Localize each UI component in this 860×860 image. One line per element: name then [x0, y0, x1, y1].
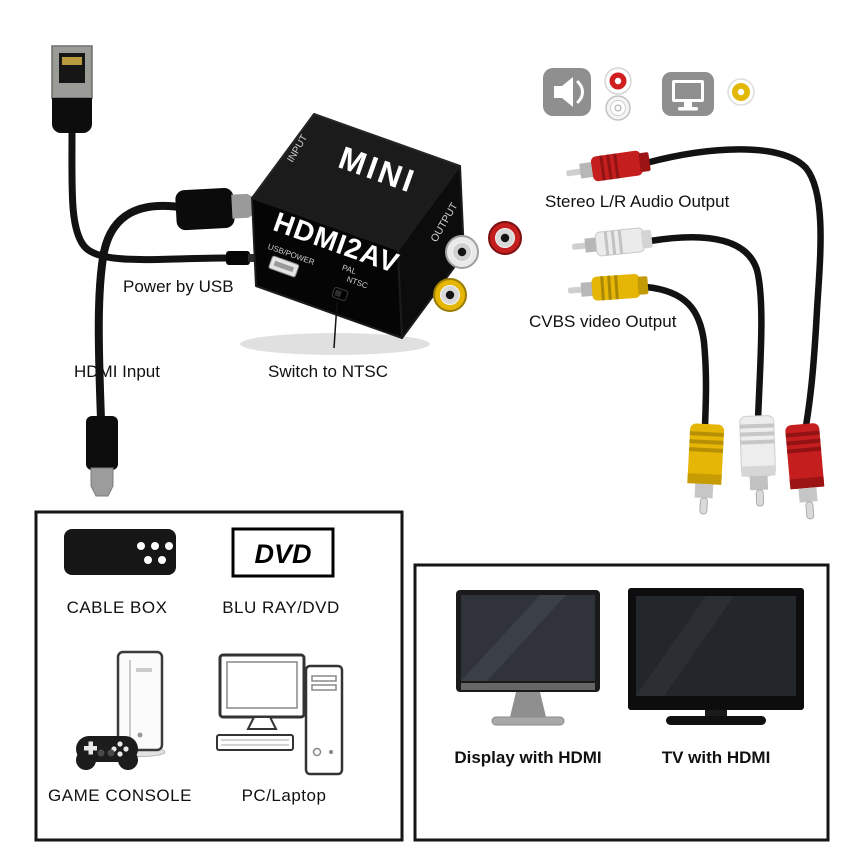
- power-by-usb-label: Power by USB: [123, 277, 234, 296]
- pc-icon: [216, 653, 344, 776]
- usb-power-port: [268, 255, 300, 278]
- game-console-label: GAME CONSOLE: [48, 786, 192, 805]
- hdmi2av-converter: MINI INPUT HDMI2AV USB/POWER PAL NTSC OU…: [251, 113, 522, 339]
- rca-plug-white-left: [572, 227, 653, 257]
- dvd-logo-label: DVD: [254, 539, 311, 569]
- rca-plug-yellow-left: [568, 273, 649, 301]
- rca-jack-yellow: [433, 278, 467, 312]
- gamepad-icon: [76, 736, 138, 770]
- rca-red-icon: [604, 67, 632, 95]
- speaker-icon: [543, 68, 591, 116]
- cvbs-output-label: CVBS video Output: [529, 312, 677, 331]
- bluray-label: BLU RAY/DVD: [222, 598, 340, 617]
- hdmi-display-icon: [456, 590, 600, 726]
- usb-power-cable: [68, 128, 232, 264]
- tv-hdmi-label: TV with HDMI: [662, 748, 771, 767]
- rca-jack-red: [488, 221, 522, 255]
- rca-plug-red-left: [566, 150, 651, 182]
- usb-plug-icon: [51, 45, 93, 133]
- rca-plug-white-end: [739, 415, 776, 507]
- dvd-logo: DVD: [231, 527, 335, 578]
- rca-plug-red-end: [785, 423, 825, 520]
- rca-yellow-icon: [727, 78, 755, 106]
- cable-box-label: CABLE BOX: [67, 598, 168, 617]
- hdmi-cable: [94, 201, 190, 424]
- rca-cable-white: [646, 233, 765, 424]
- hdmi-input-label: HDMI Input: [74, 362, 160, 381]
- pal-ntsc-switch: [331, 286, 349, 302]
- hdmi-input-plug-icon: [86, 416, 118, 497]
- game-console-icon: [76, 650, 166, 770]
- rca-cable-red: [642, 146, 824, 430]
- rca-cable-yellow: [642, 283, 710, 430]
- switch-to-ntsc-label: Switch to NTSC: [268, 362, 388, 381]
- pc-laptop-label: PC/Laptop: [242, 786, 327, 805]
- cable-box-icon: [64, 529, 176, 575]
- stereo-output-label: Stereo L/R Audio Output: [545, 192, 730, 211]
- rca-plug-yellow-end: [687, 423, 725, 515]
- displays-panel: Display with HDMI TV with HDMI: [413, 563, 830, 842]
- usb-barrel-plug: [226, 251, 256, 265]
- rca-white-icon: [605, 95, 631, 121]
- switch-pointer-line: [333, 302, 338, 349]
- rca-jack-white: [445, 235, 479, 269]
- hdmi-plug-connector: [175, 188, 257, 231]
- monitor-icon: [662, 72, 714, 116]
- tv-icon: [628, 588, 804, 725]
- display-hdmi-label: Display with HDMI: [454, 748, 601, 767]
- sources-panel: DVD CABLE BOX BLU RAY/DVD: [34, 510, 404, 842]
